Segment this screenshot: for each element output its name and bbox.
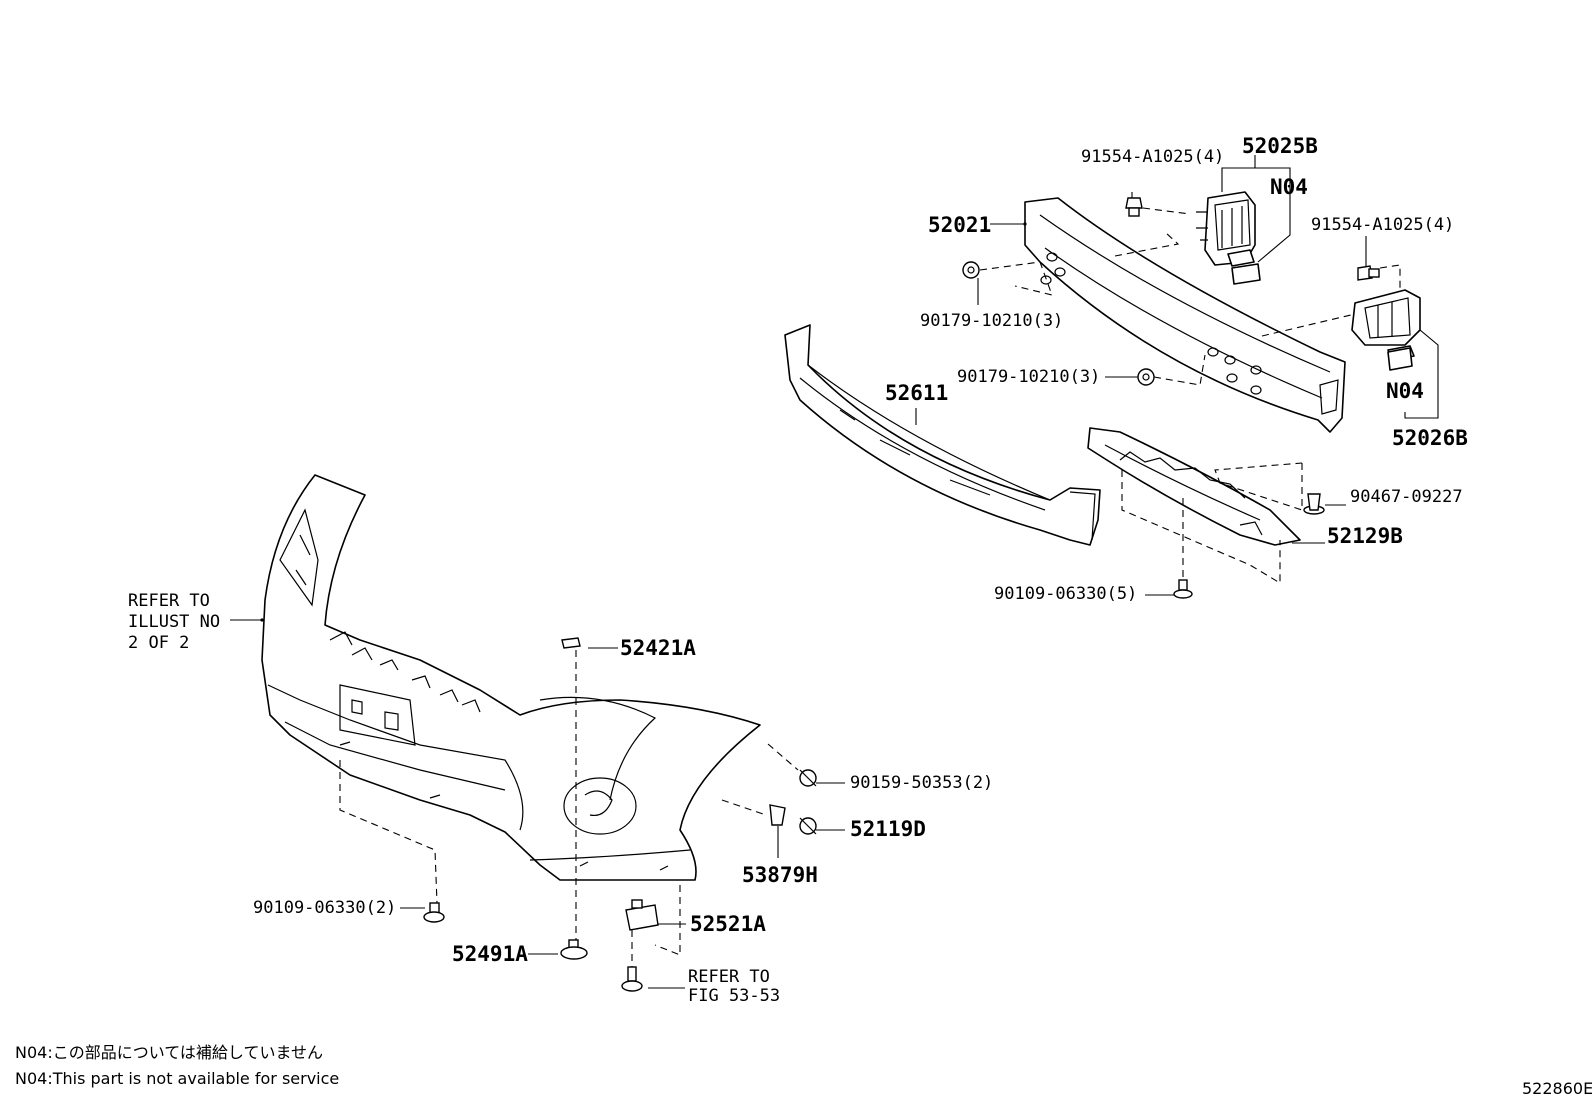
clip-90467-icon	[1303, 493, 1325, 515]
clip-53879h-icon	[769, 804, 786, 826]
retainer-52521a-icon	[625, 899, 659, 931]
label-refer-illust-line3: 2 OF 2	[128, 633, 189, 653]
label-90467: 90467-09227	[1350, 487, 1463, 507]
screw-52119d-icon	[799, 817, 817, 835]
clip-52421a-icon	[561, 637, 581, 649]
label-52491a: 52491A	[452, 942, 528, 966]
label-52021: 52021	[928, 213, 991, 237]
label-91554-top: 91554-A1025(4)	[1081, 147, 1224, 167]
bolt-90109-2-icon	[423, 902, 445, 923]
assembly-lines	[339, 207, 1401, 967]
fastener-91554-right-icon	[1357, 265, 1380, 281]
bumper-cover	[261, 474, 761, 881]
label-53879h: 53879H	[742, 863, 818, 887]
fastener-91554-top-icon	[1125, 197, 1143, 217]
label-refer-fig-line1: REFER TO	[688, 967, 770, 987]
label-52129b: 52129B	[1327, 524, 1403, 548]
bumper-reinforcement	[1024, 197, 1346, 433]
label-52026b: 52026B	[1392, 426, 1468, 450]
label-90179-a: 90179-10210(3)	[920, 311, 1063, 331]
bracket-52025b	[1196, 191, 1261, 285]
nut-52491a-icon	[560, 939, 588, 960]
note-english: N04:This part is not available for servi…	[15, 1069, 339, 1088]
leader-lines	[230, 155, 1439, 989]
energy-absorber	[784, 324, 1101, 546]
nut-90179-b-icon	[1137, 368, 1155, 386]
bolt-90109-5-icon	[1173, 579, 1193, 599]
note-japanese: N04:この部品については補給していません	[15, 1043, 323, 1062]
bracket-52026b	[1351, 289, 1421, 371]
label-n04-right: N04	[1386, 379, 1424, 403]
label-52119d: 52119D	[850, 817, 926, 841]
nut-90179-a-icon	[962, 261, 980, 279]
label-refer-illust-line2: ILLUST NO	[128, 612, 220, 632]
label-52611: 52611	[885, 381, 948, 405]
label-refer-fig-line2: FIG 53-53	[688, 986, 780, 1006]
label-90109-5: 90109-06330(5)	[994, 584, 1137, 604]
lower-support	[1087, 427, 1301, 546]
figure-id: 522860E	[1522, 1079, 1592, 1098]
label-52521a: 52521A	[690, 912, 766, 936]
label-n04-top: N04	[1270, 175, 1308, 199]
label-90179-b: 90179-10210(3)	[957, 367, 1100, 387]
label-52025b: 52025B	[1242, 134, 1318, 158]
bolt-refer-fig-icon	[621, 966, 643, 992]
label-91554-right: 91554-A1025(4)	[1311, 215, 1454, 235]
label-52421a: 52421A	[620, 636, 696, 660]
label-refer-illust-line1: REFER TO	[128, 591, 210, 611]
screw-90159-icon	[799, 769, 817, 787]
label-90159: 90159-50353(2)	[850, 773, 993, 793]
label-90109-2: 90109-06330(2)	[253, 898, 396, 918]
